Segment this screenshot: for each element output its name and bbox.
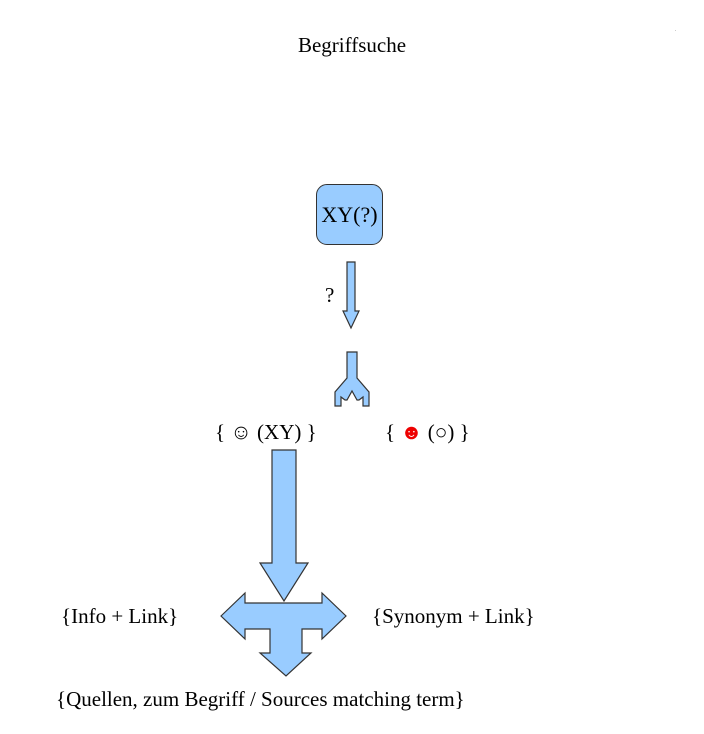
result-found-close: } <box>306 420 317 444</box>
smiley-icon: ☺ <box>230 420 252 444</box>
info-link-label: {Info + Link} <box>61 604 179 628</box>
synonym-link-label: {Synonym + Link} <box>372 604 535 628</box>
red-smiley-icon: ☻ <box>400 420 423 444</box>
sources-label: {Quellen, zum Begriff / Sources matching… <box>56 687 465 711</box>
page-title: Begriffsuche <box>297 33 407 57</box>
three-way-arrow-icon <box>220 591 347 677</box>
down-arrow-large-icon <box>258 449 310 603</box>
result-found-open: { <box>215 420 226 444</box>
result-not-found-text: (○) <box>427 420 455 444</box>
query-edge-label: ? <box>325 283 335 307</box>
query-node: XY(?) <box>316 184 383 245</box>
result-found-text: (XY) <box>257 420 302 444</box>
down-arrow-small-icon <box>342 261 360 330</box>
query-node-label: XY(?) <box>321 201 378 227</box>
result-not-found-open: { <box>385 420 396 444</box>
result-not-found-close: } <box>459 420 470 444</box>
result-found: { ☺ (XY) } <box>215 422 317 443</box>
stray-dot <box>675 30 676 31</box>
split-arrow-icon <box>334 351 370 407</box>
result-not-found: { ☻ (○) } <box>385 422 470 443</box>
